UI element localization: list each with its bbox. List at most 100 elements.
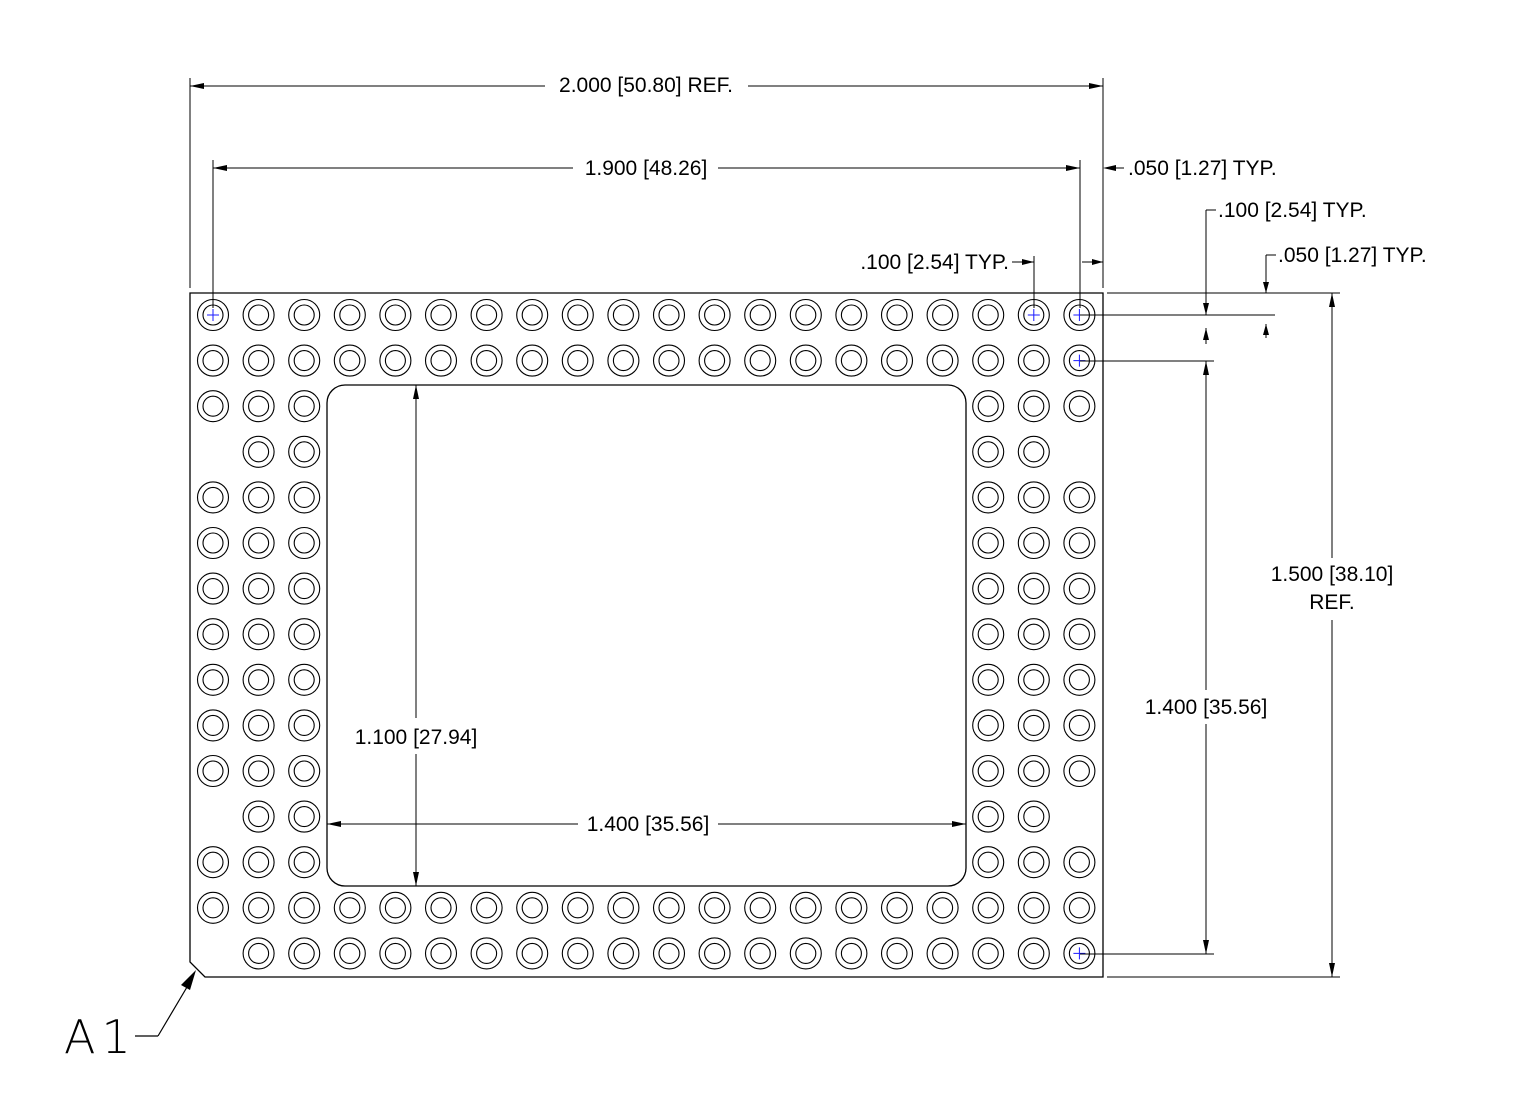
pin-pad [880,937,914,970]
pin-pad [561,891,594,924]
cavity-height-arrow-bottom [413,872,419,886]
pin-pad-outer-ring [1017,891,1050,924]
pin-pad [926,891,959,924]
pin-pad [972,618,1005,651]
pin-pad [1017,846,1050,879]
pin-pad-outer-ring [242,481,275,514]
pin-pad [972,663,1005,696]
pin-pad-outer-ring [1017,618,1050,651]
pin-pad-outer-ring [789,891,822,924]
pin-pad-inner-ring [1023,441,1045,463]
pin-pad-outer-ring [652,937,686,970]
pin-pad-outer-ring [698,298,731,332]
overall-width-dimension [189,78,1104,288]
pin-pad-inner-ring [749,304,771,326]
pin-pad-inner-ring [977,760,999,782]
pin-pad-inner-ring [202,669,224,691]
pin-pad [926,937,959,970]
pin-pad-inner-ring [293,851,315,873]
pin-pad-inner-ring [339,350,361,372]
pin-pad-outer-ring [288,754,321,788]
pin-pad [424,891,458,924]
overall-height-dimension [1107,293,1340,978]
pin-pad-inner-ring [248,441,270,463]
pin-pad-outer-ring [744,891,777,924]
pin-pad-outer-ring [972,435,1005,468]
pin-pad-outer-ring [835,937,868,970]
pin-pad-inner-ring [977,897,999,919]
pin-pad-outer-ring [516,344,549,377]
pin1-leader-arrow [181,970,196,990]
pin-pad-outer-ring [1017,937,1050,970]
pin-pad-inner-ring [840,304,862,326]
pin-pad-outer-ring [288,298,321,332]
pin-pad-outer-ring [424,298,458,332]
pin-pad-outer-ring [880,937,914,970]
pin-pad-outer-ring [880,298,914,332]
pin-pad-outer-ring [1063,891,1096,924]
pin-pad-outer-ring [1017,754,1050,788]
pin-pad [288,435,321,468]
pin-pad-inner-ring [977,350,999,372]
pin-pad [835,937,868,970]
pin-pad-outer-ring [561,891,594,924]
pin-pad-inner-ring [612,350,634,372]
pin-span-height-arrow-top [1203,361,1209,375]
pin-pad-outer-ring [926,891,959,924]
pin-pad [242,800,275,833]
pin-pad-inner-ring [293,578,315,600]
pin-pad-inner-ring [384,350,406,372]
pin-pad [333,298,366,332]
pin-pad [242,754,275,788]
pin-pad-outer-ring [972,663,1005,696]
pin-pad [242,846,275,879]
pin-pad [196,709,230,742]
pin-pad-inner-ring [202,714,224,736]
pin-pad [561,344,594,377]
pin-pad [1017,937,1050,970]
pin-pad [379,344,412,377]
pin-pad [698,891,731,924]
pin-pad-inner-ring [1023,942,1045,964]
pin-pad-inner-ring [202,486,224,508]
pin-pad [288,526,321,560]
pin-pad [607,891,640,924]
pin-pad-outer-ring [835,891,868,924]
pin-pad [288,709,321,742]
pin-pad-outer-ring [288,937,321,970]
pin-pad-inner-ring [293,441,315,463]
pin-pad-outer-ring [242,891,275,924]
pin-pad [972,846,1005,879]
pin-pad-inner-ring [704,304,726,326]
pin-pad-inner-ring [612,942,634,964]
pin-pad-inner-ring [1068,669,1090,691]
overall-width-arrow-right [1089,83,1103,89]
pin-pad-inner-ring [430,897,452,919]
pin-pad-outer-ring [607,937,640,970]
pin-pad-outer-ring [288,618,321,651]
pin-pad [835,891,868,924]
pin-pad [698,344,731,377]
pin-pad-outer-ring [516,891,549,924]
pin-pad-outer-ring [242,390,275,423]
pin1-leader [135,981,191,1037]
overall-width-arrow-left [190,83,204,89]
pin-pad-inner-ring [977,441,999,463]
pin-pad [242,663,275,696]
overall-height-arrow-bottom [1329,963,1335,977]
pin-pad [1017,390,1050,423]
pin-pad-inner-ring [248,714,270,736]
pin-pad [516,344,549,377]
pin-pad-outer-ring [1063,754,1096,788]
pin-pad [1017,481,1050,514]
pin-pad-inner-ring [248,942,270,964]
pin-pad-inner-ring [704,350,726,372]
pin-pad-inner-ring [1023,350,1045,372]
pin-pad-outer-ring [379,891,412,924]
pin-pad-outer-ring [1063,709,1096,742]
pin-pad-inner-ring [704,942,726,964]
pin-pad [880,891,914,924]
pin-pad [1063,709,1096,742]
pin-pad-inner-ring [293,714,315,736]
pin-pad-outer-ring [1017,526,1050,560]
